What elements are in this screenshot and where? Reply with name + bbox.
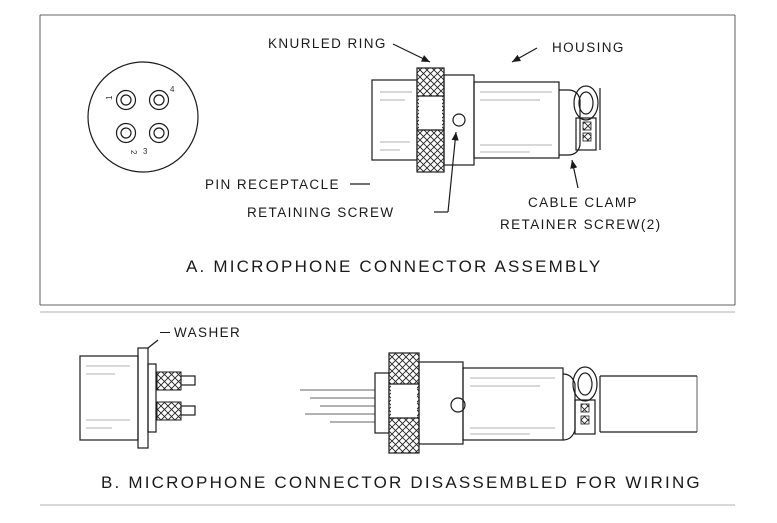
pin-number-4: 4 (170, 85, 175, 94)
washer-leader-line (160, 332, 170, 333)
pin-face-view: 1 4 2 3 (87, 61, 199, 173)
connector-assembly (371, 67, 601, 173)
label-washer: WASHER (174, 325, 242, 340)
caption-section-b: B. MICROPHONE CONNECTOR DISASSEMBLED FOR… (101, 473, 702, 492)
disassembled-receptacle (79, 339, 196, 449)
pin-number-1: 1 (105, 95, 114, 100)
label-knurled-ring: KNURLED RING (268, 36, 387, 51)
disassembled-housing (300, 352, 698, 454)
label-cable-clamp: CABLE CLAMP (528, 195, 638, 210)
label-retainer-screw: RETAINER SCREW(2) (500, 217, 662, 232)
caption-section-a: A. MICROPHONE CONNECTOR ASSEMBLY (186, 257, 603, 276)
label-retaining-screw: RETAINING SCREW (247, 205, 395, 220)
label-housing: HOUSING (552, 40, 625, 55)
diagram-frame (39, 14, 736, 506)
pin-number-3: 3 (143, 147, 148, 156)
pin-number-2: 2 (129, 150, 138, 155)
leader-lines-a (350, 43, 579, 213)
label-pin-receptacle: PIN RECEPTACLE (205, 177, 340, 192)
